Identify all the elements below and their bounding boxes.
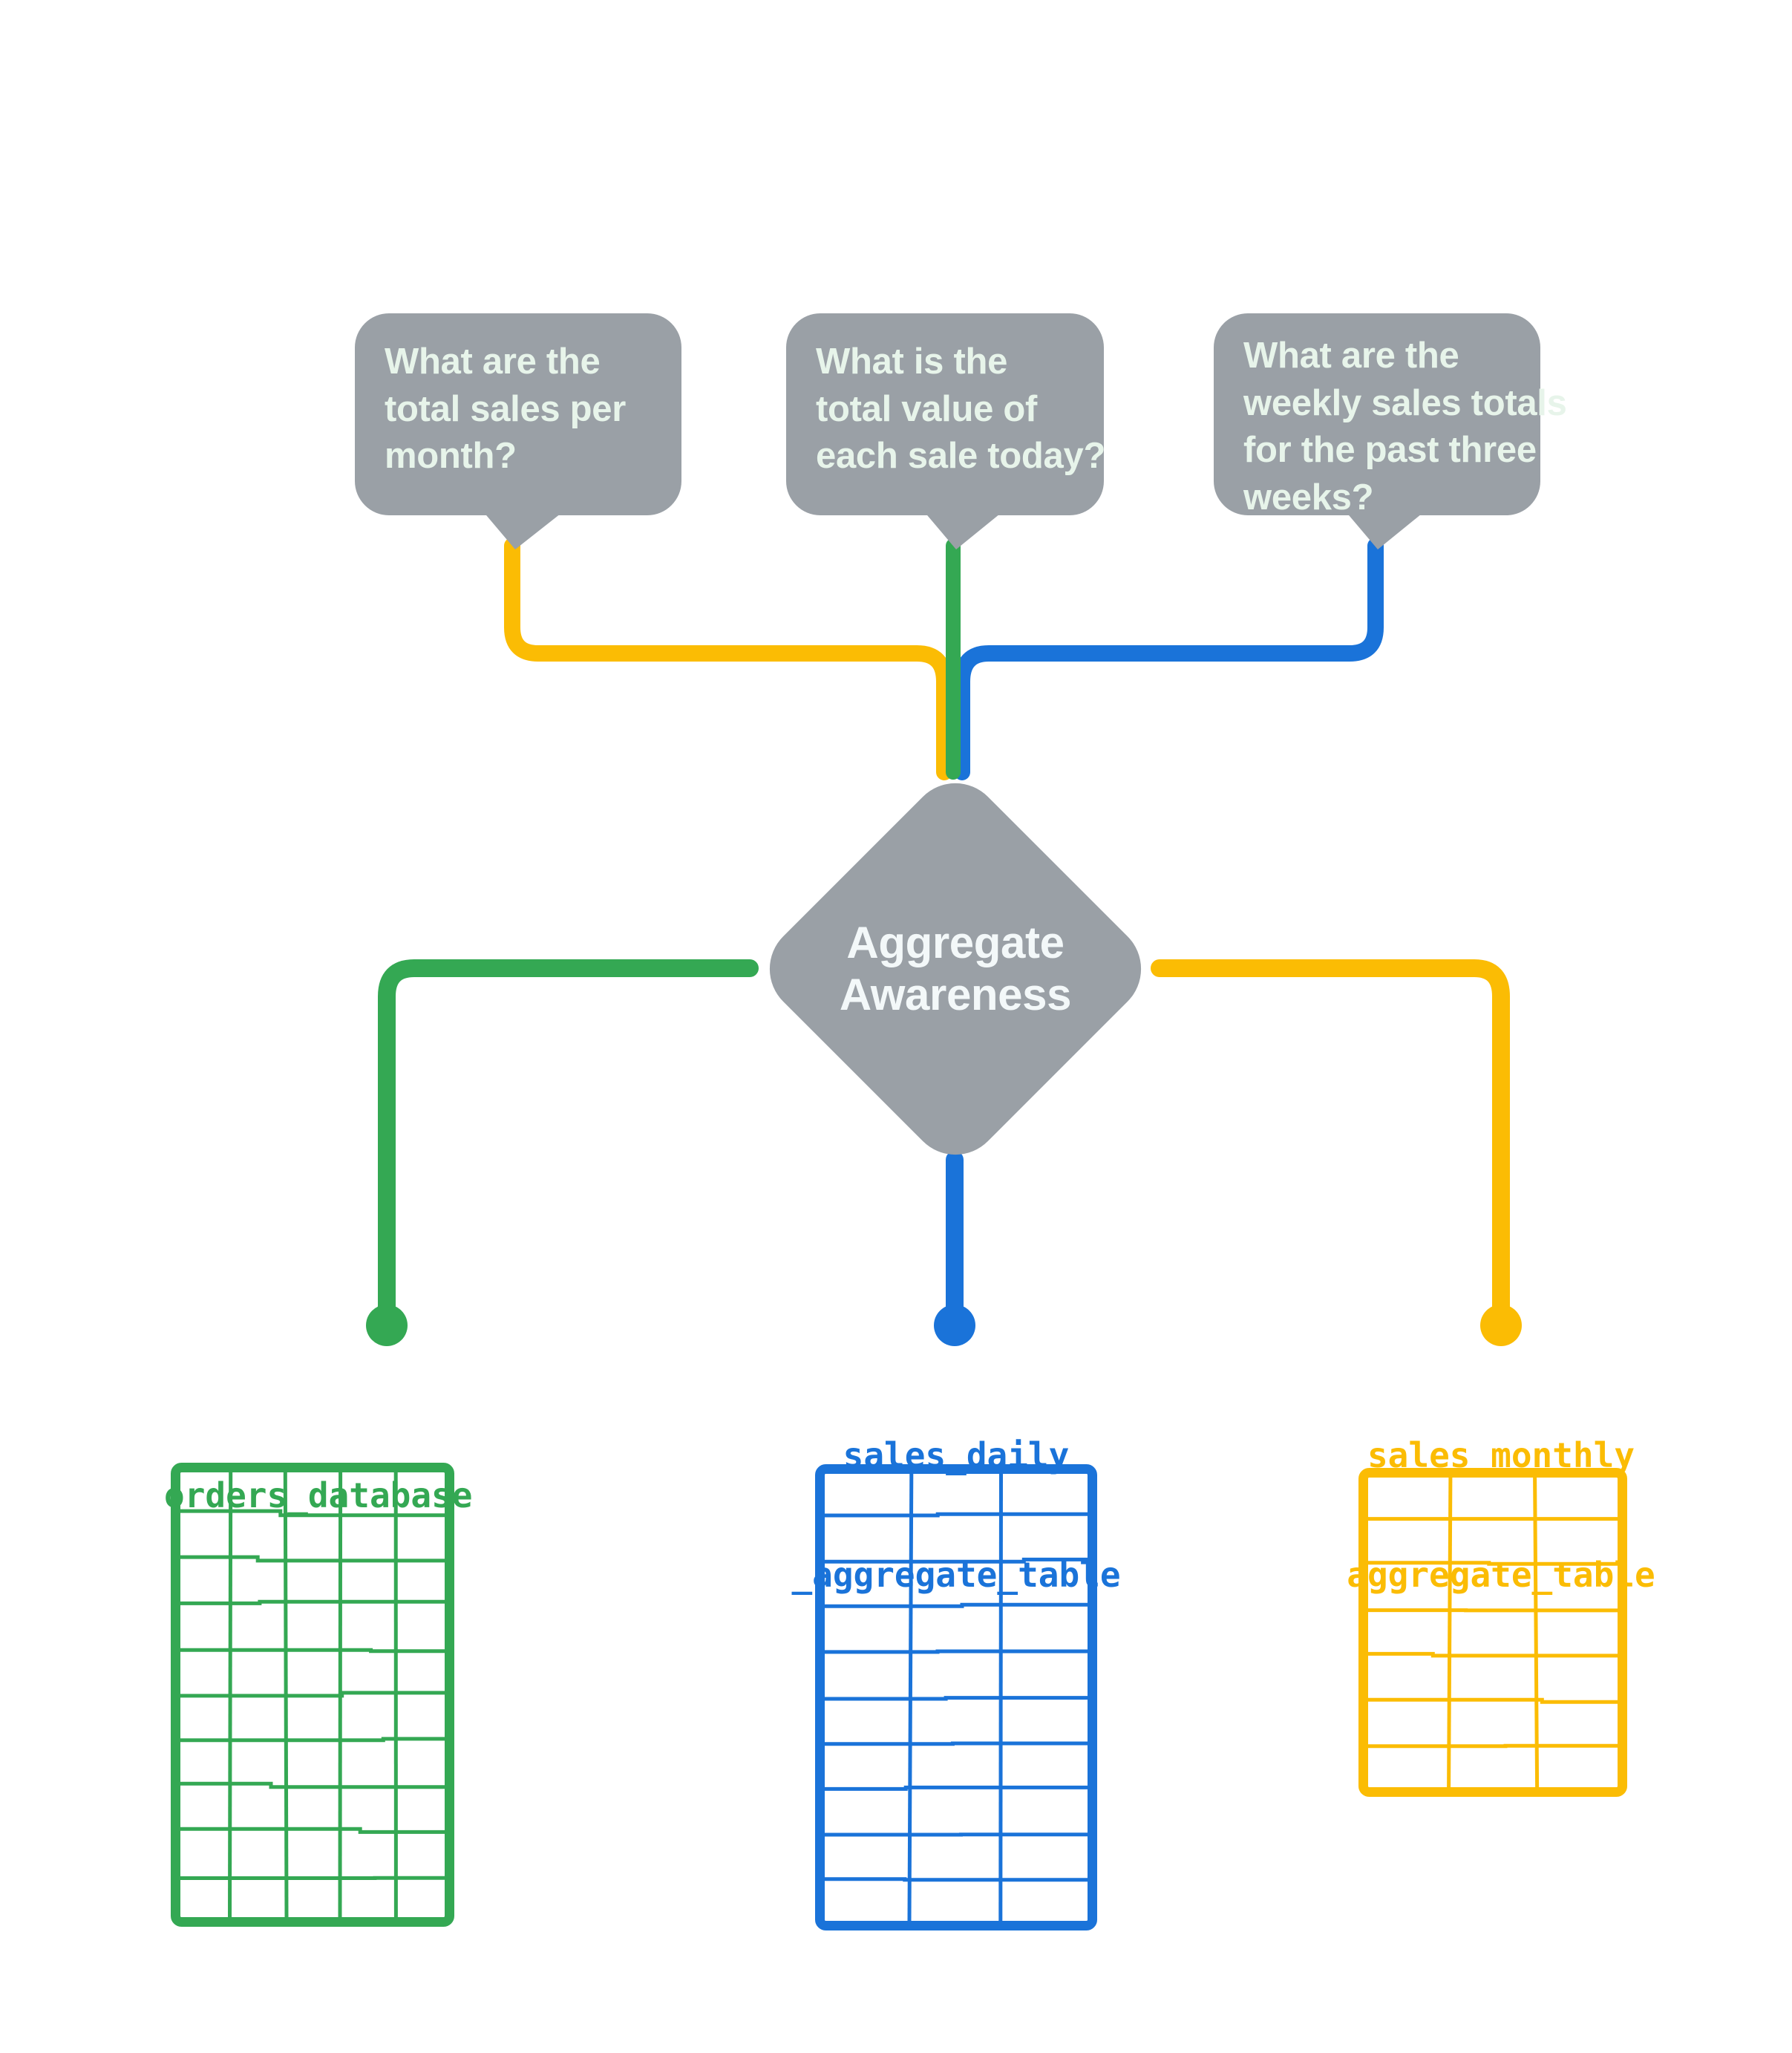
grid-row-line (825, 1649, 1088, 1654)
wire-to-sales-monthly (1151, 959, 1510, 1327)
grid-row-line (180, 1599, 445, 1605)
question-bubble-weekly[interactable]: What are the weekly sales totals for the… (1214, 313, 1567, 518)
grid-row-line (180, 1737, 445, 1743)
grid-row-line (1368, 1561, 1618, 1566)
question-daily-line-2: total value of (816, 388, 1038, 429)
table-grid-sales-monthly[interactable] (1358, 1468, 1627, 1797)
grid-row-line (180, 1691, 445, 1698)
grid-row-line (825, 1741, 1088, 1746)
grid-row-line (825, 1557, 1088, 1564)
grid-row-line (180, 1827, 445, 1834)
bubble-tail-monthly (483, 511, 564, 549)
question-bubble-daily[interactable]: What is the total value of each sale tod… (786, 313, 1106, 515)
grid-row-line (825, 1877, 1088, 1882)
grid-row-line (180, 1555, 445, 1563)
grid-svg (171, 1463, 454, 1927)
grid-row-line (1368, 1697, 1618, 1704)
wire-to-orders-database (378, 959, 759, 1327)
bubble-tail-daily (923, 511, 1004, 549)
grid-border (815, 1464, 1097, 1930)
endpoint-dot-sales-monthly (1480, 1305, 1522, 1346)
grid-row-line (825, 1785, 1088, 1791)
grid-row-line (825, 1602, 1088, 1608)
question-bubble-monthly[interactable]: What are the total sales per month? (355, 313, 681, 515)
question-weekly-line-2: weekly sales totals (1243, 382, 1567, 423)
question-weekly-line-3: for the past three (1243, 430, 1537, 471)
question-monthly-line-1: What are the (385, 342, 601, 382)
aggregate-awareness-node[interactable]: Aggregate Awareness (751, 764, 1160, 1174)
grid-border (171, 1463, 454, 1927)
grid-row-line (180, 1781, 445, 1789)
aggregate-awareness-line-2: Awareness (839, 970, 1072, 1019)
wire-weekly-question (954, 538, 1384, 780)
endpoint-dot-sales-daily (934, 1305, 975, 1346)
grid-svg (1358, 1468, 1627, 1797)
grid-row-line (180, 1648, 445, 1654)
grid-row-line (1368, 1651, 1618, 1658)
grid-row-line (825, 1512, 1088, 1518)
label-orders-database-line-1: orders_database (164, 1475, 473, 1515)
question-daily-line-3: each sale today? (816, 436, 1106, 477)
grid-svg (815, 1464, 1097, 1930)
bubble-tail-weekly (1345, 511, 1425, 549)
wire-monthly-question (504, 538, 952, 780)
question-weekly-line-1: What are the (1243, 336, 1459, 376)
question-monthly-line-2: total sales per (385, 388, 627, 429)
aggregate-awareness-line-1: Aggregate (846, 917, 1065, 967)
grid-column-line (1533, 1477, 1540, 1788)
question-weekly-line-4: weeks? (1243, 477, 1374, 518)
table-grid-orders-database[interactable] (171, 1463, 454, 1927)
question-daily-line-1: What is the (816, 342, 1008, 382)
grid-border (1358, 1468, 1627, 1797)
endpoint-dot-orders-database (366, 1305, 408, 1346)
aggregate-awareness-label: Aggregate Awareness (839, 917, 1072, 1021)
table-grid-sales-daily[interactable] (815, 1464, 1097, 1930)
label-orders-database[interactable]: orders_database (164, 1396, 473, 1596)
question-monthly-line-3: month? (385, 436, 517, 477)
grid-row-line (825, 1696, 1088, 1701)
grid-column-line (1447, 1477, 1453, 1788)
grid-row-line (180, 1509, 445, 1518)
